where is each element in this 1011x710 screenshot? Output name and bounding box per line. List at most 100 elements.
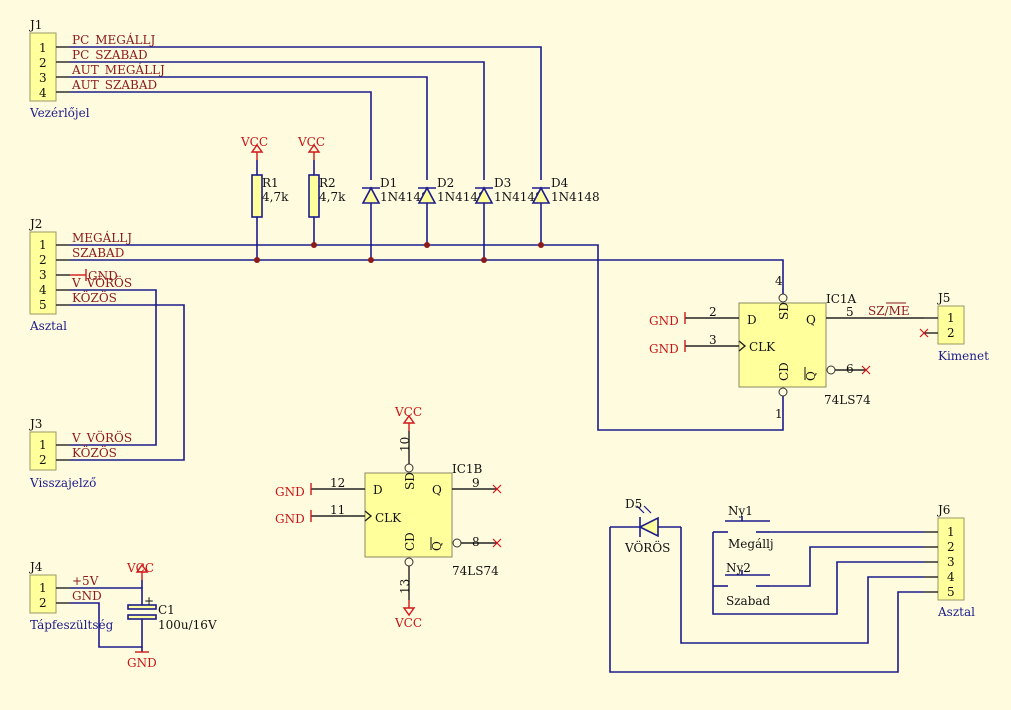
ny2-value: Szabad [726,594,771,608]
vcc-label-c1: VCC [126,561,154,575]
ic1a: D CLK Q SD CD Q 2 3 4 1 5 6 IC1A 74LS74 [685,274,924,421]
j1-pin: 2 [39,56,47,70]
wire-pc-megallj [70,46,542,180]
d5-ref: D5 [625,497,642,511]
net-label-gnd-j4: GND [72,589,102,603]
ic1b-ref: IC1B [452,462,483,476]
resistor-r1: R1 4,7k [251,160,289,260]
j4-ref: J4 [28,560,43,574]
wire-aut-megallj [70,76,428,180]
c1-ref: C1 [158,603,175,617]
j5-name: Kimenet [938,349,989,363]
gnd-label-ic1a-clk: GND [649,342,679,356]
connector-j6: J6 Asztal 1 2 3 4 5 [924,503,975,619]
d3-ref: D3 [494,176,511,190]
j6-name: Asztal [937,605,975,619]
ic1b-pin-sd: SD [403,472,417,490]
ic1a-num-sd: 4 [775,274,783,288]
button-ny2: Ny2 Szabad [713,561,771,608]
d5-value: VÖRÖS [624,539,670,555]
wire-j6-pin5 [609,527,924,673]
r1-value: 4,7k [262,190,289,204]
net-label-kozos: KÖZÖS [72,289,117,305]
resistor-r2: R2 4,7k [308,160,346,245]
no-connect-ic1a-qn [861,365,871,375]
j4-pin: 2 [39,596,47,610]
net-label-kozos-j3: KÖZÖS [72,444,117,460]
net-label-szabad: SZABAD [72,246,124,260]
j5-pin: 2 [947,326,955,340]
r2-ref: R2 [319,176,336,190]
ic1b-num-sd: 10 [398,437,412,452]
j6-pin: 2 [947,540,955,554]
net-label-megallj: MEGÁLLJ [72,230,132,245]
j3-pin: 2 [39,453,47,467]
button-ny1: Ny1 Megállj [713,504,774,551]
ic1a-pin-q: Q [806,313,816,327]
ic1a-num-clk: 3 [709,333,717,347]
j5-ref: J5 [936,291,950,305]
vcc-label-r2: VCC [297,135,325,149]
ic1a-pin-cd: CD [777,362,791,381]
no-connect-ic1b-qn [492,538,502,548]
gnd-label-ic1b-d: GND [275,485,305,499]
ic1b-pin-q: Q [432,483,442,497]
ic1a-pin-sd: SD [777,302,791,320]
ic1b-num-qn: 8 [472,535,480,549]
diode-d3: D3 1N4148 [474,176,543,260]
j4-pin: 1 [39,581,47,595]
gnd-label-ic1a-d: GND [649,314,679,328]
ic1b-pin-cd: CD [403,532,417,551]
j1-pin-lines [56,46,70,93]
net-label-plus5v: +5V [72,574,99,588]
connector-j5: J5 Kimenet 1 2 [924,291,989,363]
j5-pin: 1 [947,311,955,325]
j2-pin: 2 [39,253,47,267]
ic1a-part: 74LS74 [824,393,871,407]
j3-ref: J3 [28,417,42,431]
diode-d2: D2 1N4148 [417,176,486,245]
j4-name: Tápfeszültség [30,618,114,632]
ny1-ref: Ny1 [728,504,753,518]
j2-ref: J2 [28,217,42,231]
ny1-value: Megállj [728,537,774,551]
d4-part: 1N4148 [551,190,600,204]
j6-ref: J6 [936,503,950,517]
d3-part: 1N4148 [494,190,543,204]
c1-polarity: + [144,594,154,608]
ic1a-ref: IC1A [826,292,857,306]
ic1b-pin-qn: Q [430,541,444,551]
wire-v-voros [70,289,157,446]
ic1a-pin-d: D [747,313,757,327]
wire-gnd-j4 [70,602,143,648]
j3-name: Visszajelző [29,476,96,490]
ic1b-num-clk: 11 [330,503,345,517]
wire-szabad-bus [70,259,784,295]
net-label-aut-megallj: AUT_MEGÁLLJ [71,62,165,77]
ic1a-num-qn: 6 [846,362,854,376]
gnd-label-ic1b-clk: GND [275,512,305,526]
j2-gnd-symbol [70,269,87,281]
j6-pin: 3 [947,555,955,569]
ic1a-num-d: 2 [709,305,717,319]
d2-ref: D2 [437,176,454,190]
ic1a-num-q: 5 [846,305,854,319]
diode-d1: D1 1N4148 [361,176,429,260]
j1-pin: 1 [39,41,47,55]
j3-pin: 1 [39,438,47,452]
j2-name: Asztal [29,319,67,333]
junctions [254,242,544,263]
d4-ref: D4 [551,176,569,190]
ic1b-num-q: 9 [472,476,480,490]
vcc-label-r1: VCC [240,135,268,149]
led-d5: D5 VÖRÖS [610,497,681,555]
wire-kozos [70,304,185,461]
net-label-sz-me: SZ/ME [868,304,910,318]
wire-button-common [712,532,924,615]
j1-pin: 4 [39,86,47,100]
net-label-gnd-j2: GND [88,269,118,283]
ic1a-pin-qn: Q [804,371,818,381]
r1-ref: R1 [262,176,279,190]
j6-pin: 1 [947,525,955,539]
